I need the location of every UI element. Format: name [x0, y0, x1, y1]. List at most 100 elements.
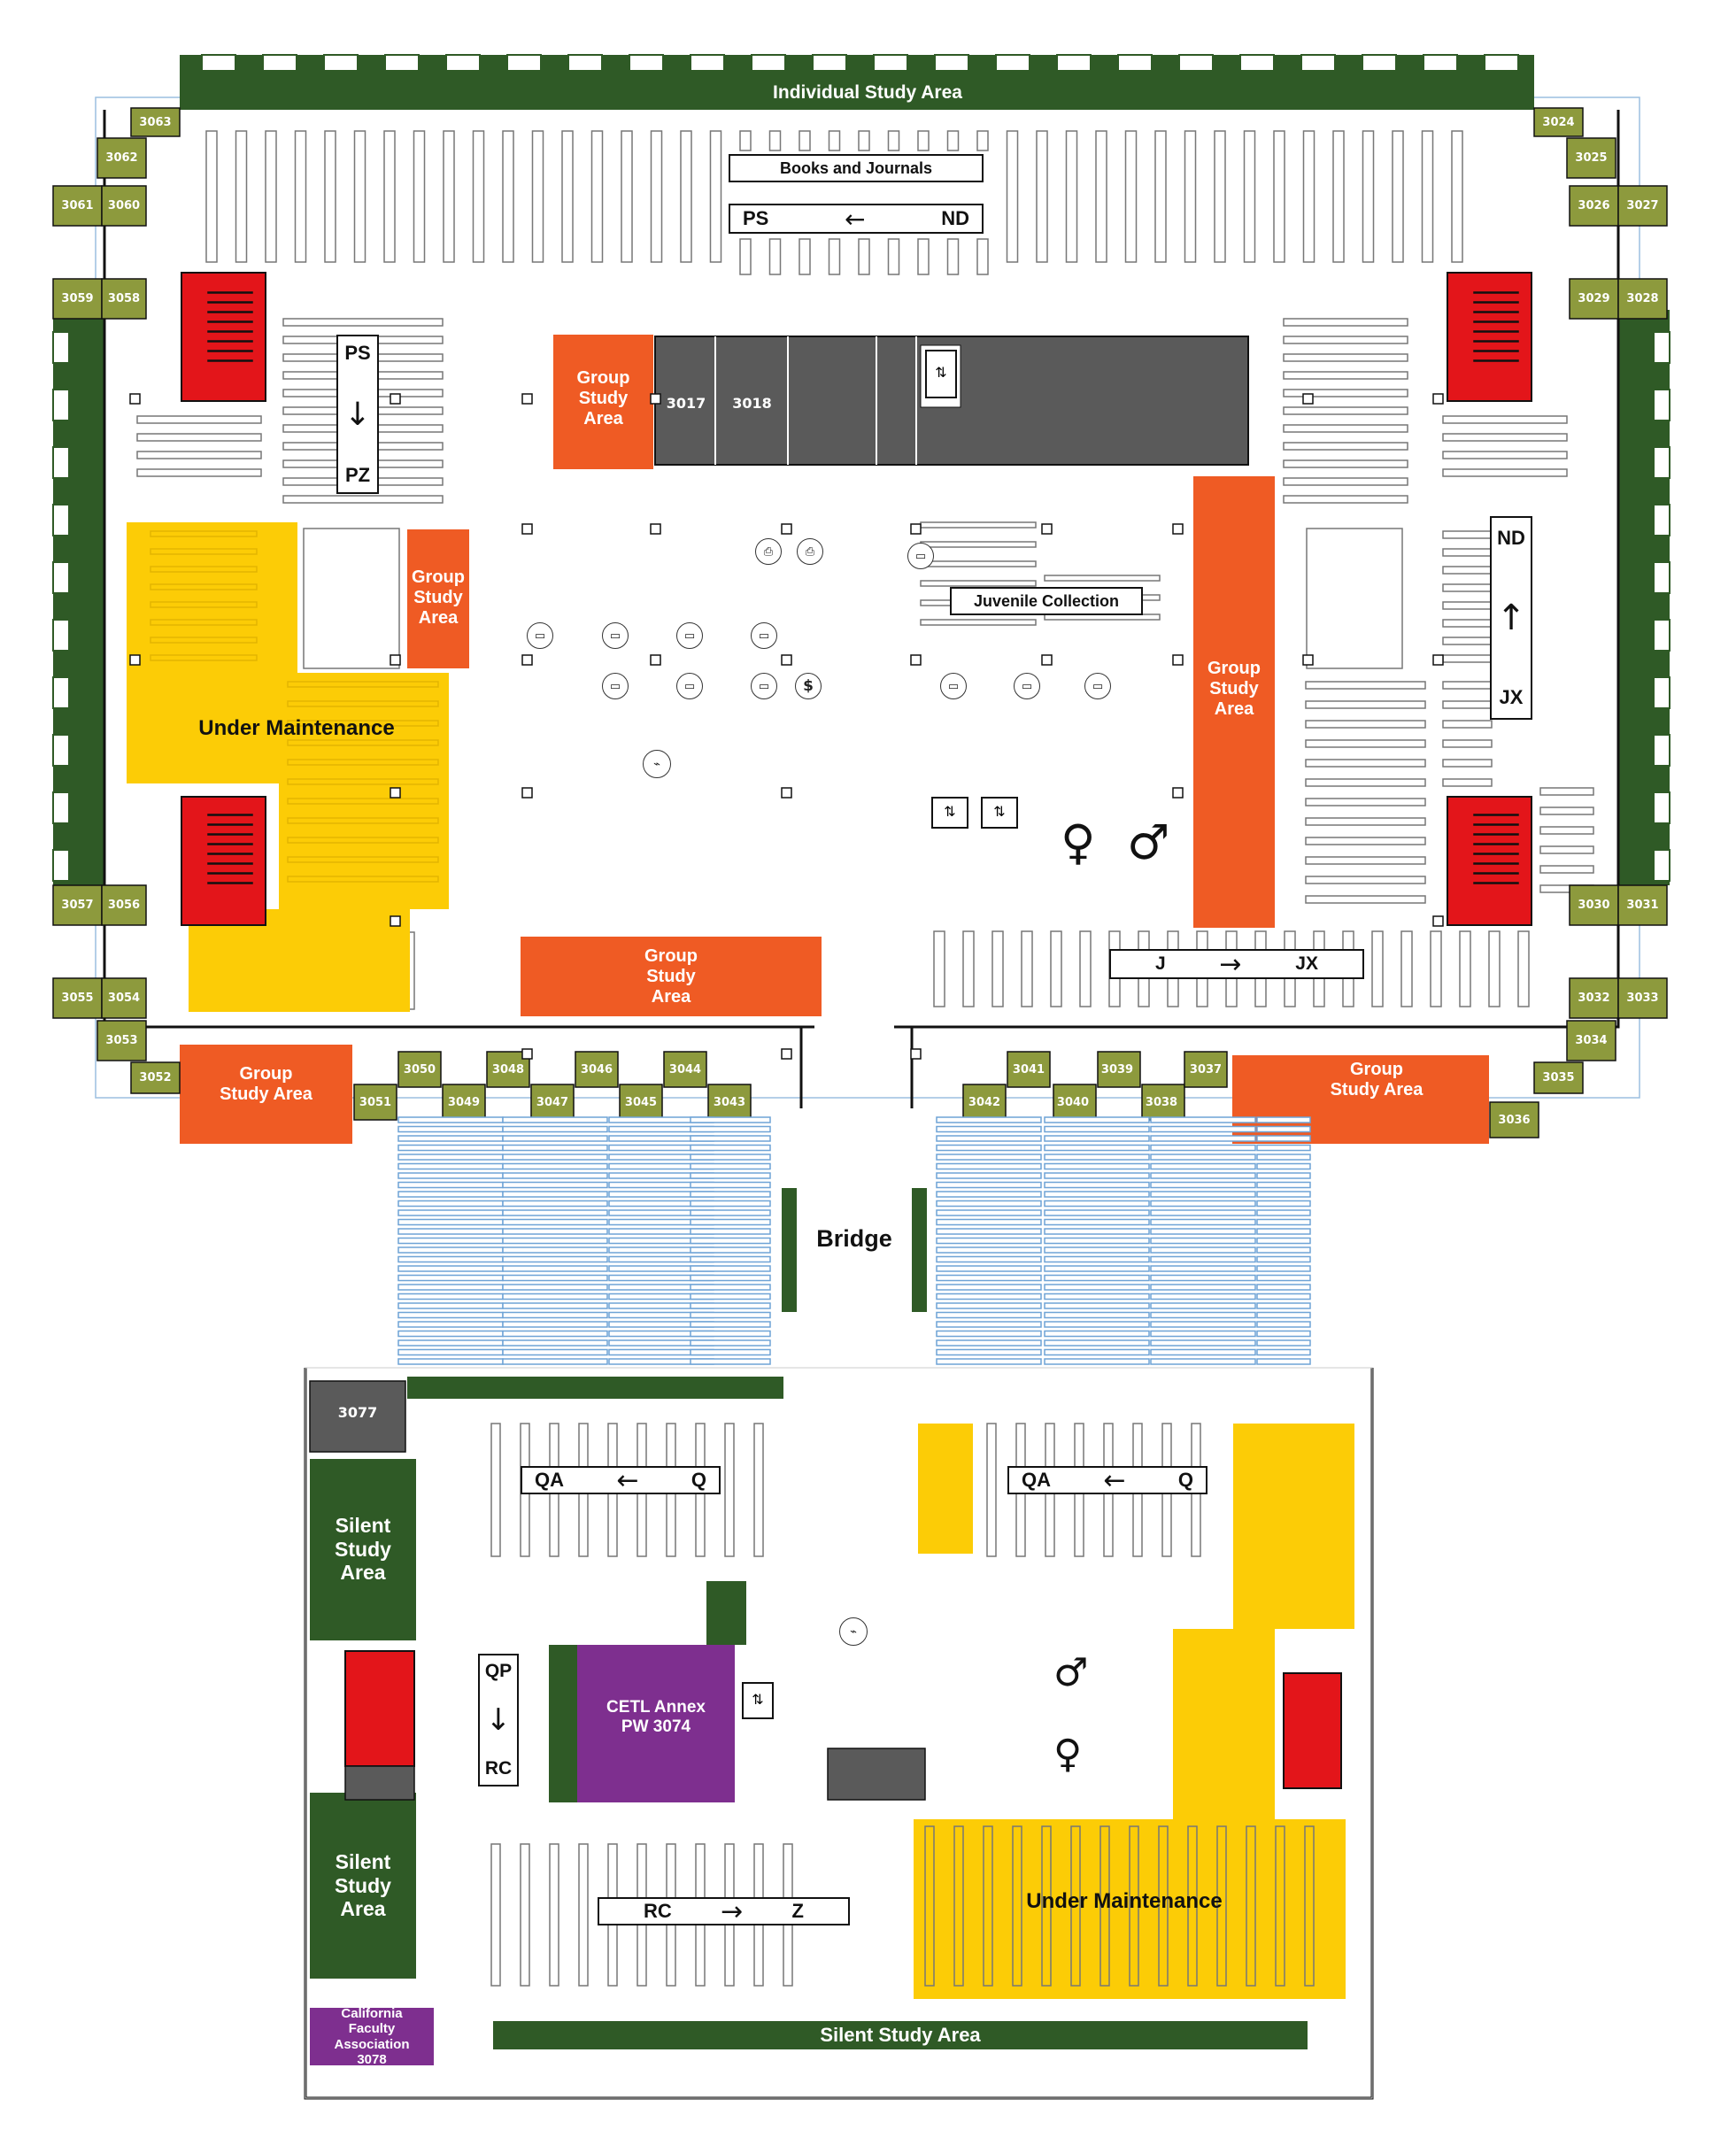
lower-gray-rooms [309, 1380, 926, 1801]
study-room-3039[interactable]: 3039 [1100, 1062, 1134, 1076]
arrow-left-icon: ← [845, 204, 866, 234]
study-room-3035[interactable]: 3035 [1542, 1071, 1575, 1084]
silent-study-area-label-lower: Silent Study Area [335, 1850, 391, 1921]
column [650, 393, 661, 405]
study-room-3044[interactable]: 3044 [668, 1062, 702, 1076]
study-room [663, 1051, 707, 1088]
study-room-3041[interactable]: 3041 [1012, 1062, 1045, 1076]
study-room-3037[interactable]: 3037 [1189, 1062, 1223, 1076]
stair-tread [1473, 853, 1519, 855]
study-room-3045[interactable]: 3045 [624, 1095, 658, 1109]
bookshelf [490, 1843, 501, 1987]
bridge-bookshelf [1150, 1265, 1256, 1272]
study-room-3061[interactable]: 3061 [61, 199, 94, 212]
study-room-3026[interactable]: 3026 [1578, 199, 1610, 212]
computer-icon[interactable]: ▭ [1084, 673, 1111, 699]
study-room-3063[interactable]: 3063 [139, 115, 172, 129]
bookshelf [287, 837, 439, 844]
study-room-3032[interactable]: 3032 [1578, 992, 1610, 1005]
study-room-3031[interactable]: 3031 [1626, 899, 1659, 912]
bridge-bookshelf [690, 1274, 771, 1282]
cashier-icon[interactable]: $ [795, 673, 822, 699]
printer-icon[interactable]: ⎙ [797, 538, 823, 565]
study-room-3038[interactable]: 3038 [1145, 1095, 1178, 1109]
bridge-bookshelf [502, 1302, 608, 1309]
call-sign-to: Q [1177, 1469, 1193, 1491]
bookshelf [150, 601, 258, 608]
study-room-3042[interactable]: 3042 [968, 1095, 1001, 1109]
study-room-3059[interactable]: 3059 [61, 292, 94, 305]
bookshelf [1305, 817, 1426, 826]
stairs-icon[interactable]: ⌁ [643, 750, 671, 778]
study-room-3046[interactable]: 3046 [580, 1062, 613, 1076]
column [910, 523, 922, 535]
bookshelf [976, 130, 989, 151]
stair-tread [1473, 872, 1519, 875]
study-room-3033[interactable]: 3033 [1626, 992, 1659, 1005]
elevator-icon[interactable]: ⇅ [742, 1682, 774, 1719]
study-room-3030[interactable]: 3030 [1578, 899, 1610, 912]
study-room-3040[interactable]: 3040 [1056, 1095, 1090, 1109]
bridge-bookshelf [397, 1330, 504, 1338]
study-room-3060[interactable]: 3060 [107, 199, 141, 212]
bridge-bookshelf [1044, 1293, 1150, 1300]
study-room-3025[interactable]: 3025 [1575, 151, 1608, 165]
elevator-icon[interactable]: ⇅ [931, 797, 968, 829]
bridge-bookshelf [397, 1255, 504, 1263]
bridge-bookshelf [690, 1218, 771, 1226]
bookshelf [1246, 1825, 1256, 1987]
computer-icon[interactable]: ▭ [676, 622, 703, 649]
study-room-3055[interactable]: 3055 [61, 992, 94, 1005]
study-room-3058[interactable]: 3058 [107, 292, 141, 305]
computer-icon[interactable]: ▭ [602, 673, 629, 699]
computer-icon[interactable]: ▭ [751, 622, 777, 649]
bridge-bookshelf [690, 1321, 771, 1328]
study-room-3056[interactable]: 3056 [107, 899, 141, 912]
bridge-bookshelf [397, 1274, 504, 1282]
stairs-icon[interactable]: ⌁ [839, 1617, 868, 1646]
computer-icon[interactable]: ▭ [527, 622, 553, 649]
computer-icon[interactable]: ▭ [751, 673, 777, 699]
printer-icon[interactable]: ⎙ [755, 538, 782, 565]
study-room-3036[interactable]: 3036 [1498, 1113, 1531, 1127]
study-room-3034[interactable]: 3034 [1575, 1034, 1608, 1047]
study-room-3027[interactable]: 3027 [1626, 199, 1659, 212]
study-room-3062[interactable]: 3062 [105, 151, 138, 165]
stair-tread [207, 853, 253, 855]
bookshelf [1442, 700, 1493, 709]
elevator-icon[interactable]: ⇅ [925, 350, 957, 398]
computer-icon[interactable]: ▭ [602, 622, 629, 649]
study-room-3053[interactable]: 3053 [105, 1034, 138, 1047]
bridge-bookshelf [1150, 1284, 1256, 1291]
bookshelf [1362, 130, 1375, 263]
stair-tread [207, 301, 253, 304]
computer-icon[interactable]: ▭ [907, 543, 934, 569]
computer-icon[interactable]: ▭ [940, 673, 967, 699]
study-room-3028[interactable]: 3028 [1626, 292, 1659, 305]
bookshelf [1041, 1825, 1052, 1987]
bookshelf [265, 130, 277, 263]
bookshelf [1442, 778, 1493, 787]
bridge-bookshelf [690, 1302, 771, 1309]
study-room-3029[interactable]: 3029 [1578, 292, 1610, 305]
elevator-icon[interactable]: ⇅ [981, 797, 1018, 829]
call-sign-from: RC [644, 1900, 672, 1922]
study-room-3043[interactable]: 3043 [713, 1095, 746, 1109]
computer-icon[interactable]: ▭ [1014, 673, 1040, 699]
bookshelf [1079, 930, 1092, 1007]
study-room-3048[interactable]: 3048 [491, 1062, 525, 1076]
study-room-3051[interactable]: 3051 [359, 1095, 392, 1109]
computer-icon[interactable]: ▭ [676, 673, 703, 699]
bookshelf [1243, 130, 1256, 263]
group-study-area-label-right: Group Study Area [1207, 658, 1261, 719]
study-room-3057[interactable]: 3057 [61, 899, 94, 912]
bridge-label: Bridge [816, 1225, 892, 1253]
study-room-3024[interactable]: 3024 [1542, 115, 1575, 129]
study-room-3052[interactable]: 3052 [139, 1071, 172, 1084]
bridge-bookshelf [936, 1274, 1042, 1282]
study-room-3054[interactable]: 3054 [107, 992, 141, 1005]
study-room-3049[interactable]: 3049 [447, 1095, 481, 1109]
study-room-3047[interactable]: 3047 [536, 1095, 569, 1109]
bridge-bookshelf [1044, 1255, 1150, 1263]
study-room-3050[interactable]: 3050 [403, 1062, 436, 1076]
